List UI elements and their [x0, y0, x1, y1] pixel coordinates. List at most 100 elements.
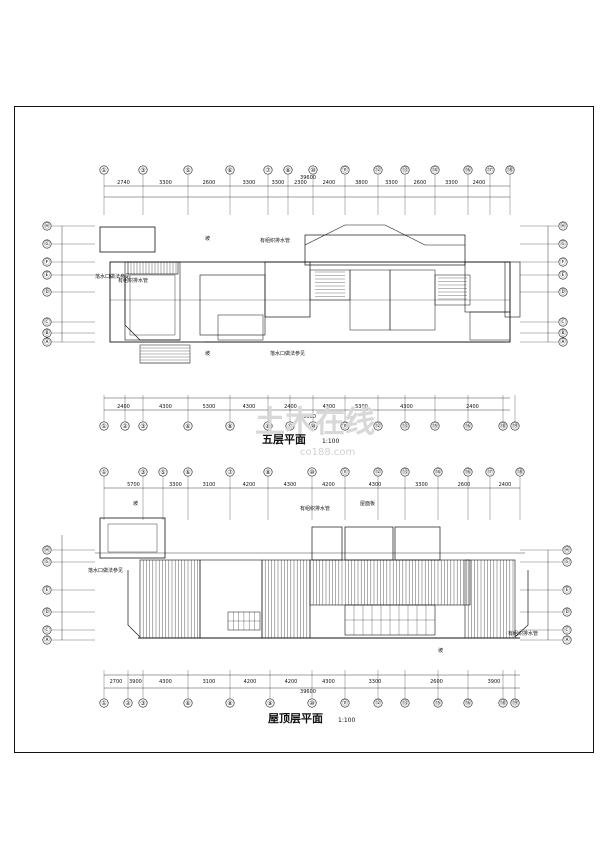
bottom-axis-7-circle [308, 421, 318, 431]
top-dim-5: 4200 [322, 482, 335, 488]
bottom-axis-13: ⑱ [500, 422, 506, 430]
top-axis-1-circle [138, 165, 148, 175]
bottom-dim-7: 3300 [369, 679, 382, 685]
right-axis-0: Ⓗ [560, 222, 566, 230]
right-axis-5-circle [562, 635, 572, 645]
left-axis-6: Ⓑ [44, 329, 50, 337]
note-0: 坡 [205, 235, 210, 242]
top-axis-10-circle [433, 467, 443, 477]
roof-hatch-mid [261, 559, 311, 639]
top-axis-3: ⑥ [185, 469, 190, 476]
bottom-axis-8: ⑪ [342, 422, 348, 430]
left-axis-4: Ⓒ [44, 626, 50, 634]
roof-box [99, 517, 166, 559]
upper-block [311, 526, 343, 561]
bottom-axis-0-circle [99, 421, 109, 431]
top-dim-7: 3300 [415, 482, 428, 488]
bottom-dim-3: 3100 [203, 679, 216, 685]
left-axis-5: Ⓒ [44, 318, 50, 326]
left-axis-0-circle [42, 545, 52, 555]
watermark-text: 土木在线 [255, 405, 375, 440]
top-axis-9-circle [400, 467, 410, 477]
top-axis-4-circle [225, 467, 235, 477]
right-axis-7: Ⓐ [560, 338, 566, 346]
left-axis-2-circle [42, 257, 52, 267]
bottom-total: 39600 [300, 689, 316, 695]
top-axis-13: ⑱ [507, 166, 513, 174]
bottom-axis-0: ① [101, 423, 106, 430]
top-axis-8-circle [373, 165, 383, 175]
left-axis-0: Ⓗ [44, 222, 50, 230]
roof-hatch-center [309, 559, 471, 606]
left-axis-5-circle [42, 317, 52, 327]
balcony-hatch [127, 261, 179, 275]
bottom-axis-10: ⑮ [435, 699, 441, 707]
top-axis-12: ⑰ [487, 468, 493, 476]
note-5: 坡 [438, 647, 443, 654]
top-axis-6: ⑩ [309, 469, 314, 476]
bottom-axis-12: ⑯ [465, 422, 471, 430]
bottom-axis-4: ⑧ [227, 700, 232, 707]
top-axis-6-circle [308, 165, 318, 175]
right-axis-0: Ⓗ [564, 546, 570, 554]
top-total: 39600 [300, 175, 316, 181]
top-axis-12: ⑰ [487, 166, 493, 174]
bottom-axis-3: ⑥ [185, 423, 190, 430]
bottom-axis-5-circle [263, 421, 273, 431]
top-axis-5: ⑧ [265, 469, 270, 476]
top-axis-9-circle [400, 165, 410, 175]
top-axis-7: ⑪ [342, 166, 348, 174]
room [199, 274, 266, 336]
top-dim-3: 4200 [243, 482, 256, 488]
top-axis-3: ⑥ [227, 167, 232, 174]
top-dim-4: 3300 [272, 180, 285, 186]
right-axis-0-circle [562, 545, 572, 555]
bottom-dim-5: 4200 [285, 679, 298, 685]
top-axis-8-circle [373, 467, 383, 477]
top-axis-3-circle [183, 467, 193, 477]
left-axis-6-circle [42, 328, 52, 338]
left-axis-3: Ⓔ [44, 271, 50, 279]
hatch-border [464, 559, 516, 639]
side-block [504, 261, 521, 318]
stair [434, 274, 471, 306]
bottom-axis-2: ③ [140, 423, 145, 430]
left-axis-3: Ⓓ [44, 608, 50, 616]
right-axis-4-circle [562, 625, 572, 635]
bottom-dim-8: 2600 [430, 679, 443, 685]
top-axis-4: ⑦ [265, 167, 271, 174]
top-axis-11-circle [463, 467, 473, 477]
bottom-axis-2: ③ [140, 700, 145, 707]
bottom-axis-1: ② [122, 423, 128, 430]
bottom-dim-6: 4300 [322, 679, 335, 685]
bottom-axis-7-circle [340, 698, 350, 708]
hatch-border [127, 261, 179, 275]
upper-block [344, 526, 394, 561]
roof-box-inner [107, 523, 158, 553]
top-axis-8: ⑫ [375, 166, 381, 174]
right-axis-3: Ⓔ [560, 271, 566, 279]
roof-slope [304, 224, 465, 246]
note-1: 有组织排水管 [300, 505, 330, 512]
bottom-axis-0: ① [101, 700, 106, 707]
bottom-axis-8-circle [373, 698, 383, 708]
bottom-axis-9: ⑬ [402, 699, 408, 707]
top-axis-11-circle [463, 165, 473, 175]
left-axis-0: Ⓗ [44, 546, 50, 554]
room [464, 261, 511, 313]
bottom-axis-9-circle [373, 421, 383, 431]
top-dim-1: 3300 [159, 180, 172, 186]
left-axis-7-circle [42, 337, 52, 347]
bottom-dim-8: 2400 [466, 404, 479, 410]
bottom-axis-9-circle [400, 698, 410, 708]
top-dim-5: 2300 [294, 180, 307, 186]
bottom-axis-0-circle [99, 698, 109, 708]
roof-hatch-west [139, 559, 201, 639]
top-axis-7-circle [340, 467, 350, 477]
bottom-axis-5: ⑧ [265, 423, 270, 430]
top-dim-4: 4300 [284, 482, 297, 488]
note-4: 有组织排水管 [508, 630, 538, 637]
stair [309, 269, 351, 301]
